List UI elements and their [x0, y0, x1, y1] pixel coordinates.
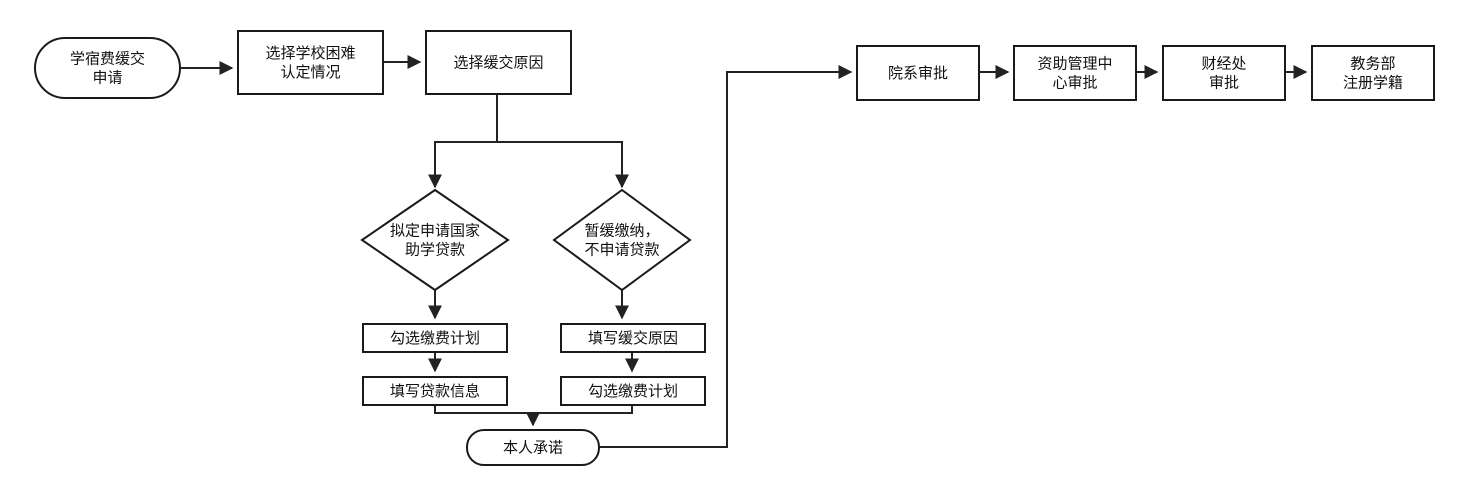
process-box	[362, 376, 508, 406]
terminal-shape	[466, 429, 600, 466]
node-label: 勾选缴费计划	[588, 382, 678, 400]
edge-loaninfo-to-pledge	[434, 405, 533, 414]
node-label: 心审批	[1052, 74, 1097, 92]
process-box	[362, 323, 508, 353]
node-choose-plan-left: 勾选缴费计划	[362, 323, 508, 353]
process-box	[425, 30, 572, 95]
node-label: 财经处	[1201, 55, 1246, 73]
node-label: 申请	[92, 69, 122, 87]
node-label: 拟定申请国家	[390, 222, 480, 240]
node-select-reason: 选择缓交原因	[425, 30, 572, 95]
node-label: 本人承诺	[503, 439, 563, 457]
process-box	[560, 323, 706, 353]
node-fill-loan-info: 填写贷款信息	[362, 376, 508, 406]
node-decision-defer: 暂缓缴纳，不申请贷款	[552, 188, 692, 292]
node-fill-reason: 填写缓交原因	[560, 323, 706, 353]
decision-diamond	[552, 188, 692, 292]
decision-diamond	[360, 188, 510, 292]
node-label: 暂缓缴纳，	[584, 222, 659, 240]
node-label: 助学贷款	[405, 241, 465, 259]
node-label: 教务部	[1350, 55, 1395, 73]
node-label: 认定情况	[280, 63, 340, 81]
process-box	[1013, 45, 1137, 101]
node-label: 注册学籍	[1343, 74, 1403, 92]
node-label: 院系审批	[888, 64, 948, 82]
process-box	[560, 376, 706, 406]
terminal-shape	[34, 37, 181, 99]
edge-plan-to-pledge	[533, 405, 633, 414]
edge-pledge-to-dept	[599, 65, 853, 448]
node-choose-plan-right: 勾选缴费计划	[560, 376, 706, 406]
node-label: 填写缓交原因	[588, 329, 678, 347]
process-box	[1311, 45, 1435, 101]
node-label: 选择学校困难	[265, 44, 355, 62]
node-label: 学宿费缓交	[70, 50, 145, 68]
process-box	[237, 30, 384, 95]
process-box	[856, 45, 980, 101]
node-label: 审批	[1209, 74, 1239, 92]
node-pledge: 本人承诺	[466, 429, 600, 466]
node-label: 不申请贷款	[584, 241, 659, 259]
edge-reason-to-defer	[497, 141, 629, 189]
node-label: 资助管理中	[1037, 55, 1112, 73]
process-box	[1162, 45, 1286, 101]
node-label: 选择缓交原因	[453, 54, 543, 72]
node-label: 勾选缴费计划	[390, 329, 480, 347]
node-dept-approval: 院系审批	[856, 45, 980, 101]
node-label: 填写贷款信息	[390, 382, 480, 400]
edge-reason-to-loan	[428, 141, 497, 189]
